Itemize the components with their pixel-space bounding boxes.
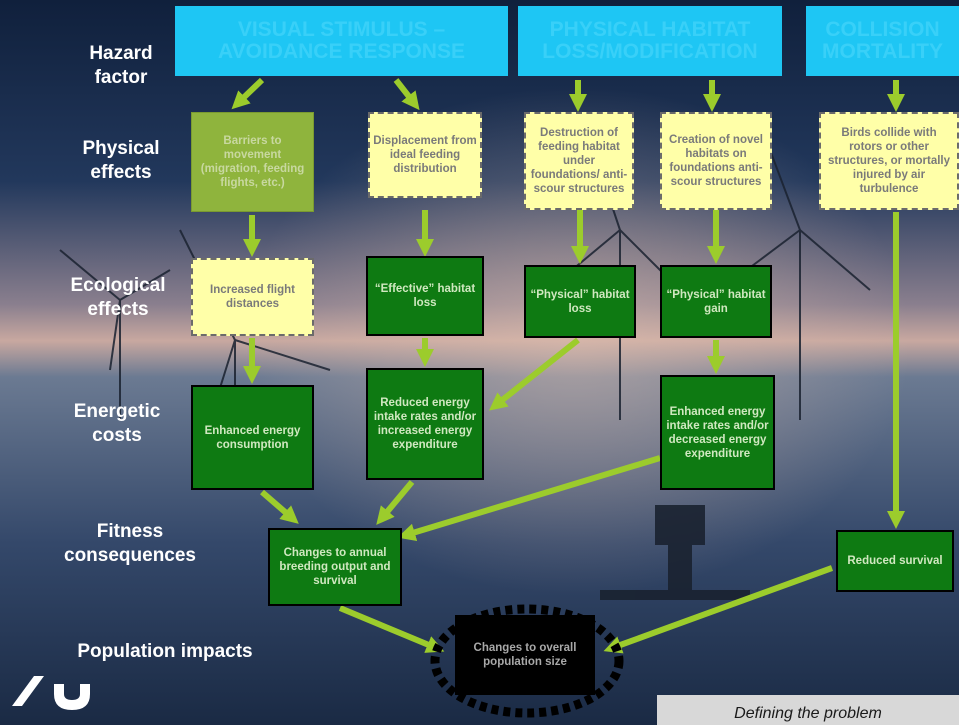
box-enhanced-energy-consumption: Enhanced energy consumption (191, 385, 314, 490)
box-enhanced-energy-intake: Enhanced energy intake rates and/or decr… (660, 375, 775, 490)
box-changes-breeding-output: Changes to annual breeding output and su… (268, 528, 402, 606)
box-physical-habitat-loss: “Physical” habitat loss (524, 265, 636, 338)
row-label-physical: Physical effects (82, 138, 160, 183)
box-barriers-to-movement: Barriers to movement (migration, feeding… (191, 112, 314, 212)
row-label-ecological: Ecological effects (70, 275, 166, 320)
box-increased-flight: Increased flight distances (191, 258, 314, 336)
box-physical-habitat-gain: “Physical” habitat gain (660, 265, 772, 338)
box-reduced-energy-intake: Reduced energy intake rates and/or incre… (366, 368, 484, 480)
footer-caption: Defining the problem (657, 695, 959, 725)
box-population-size: Changes to overall population size (455, 615, 595, 695)
row-label-energetic: Energetic costs (73, 401, 161, 446)
box-effective-habitat-loss: “Effective” habitat loss (366, 256, 484, 336)
header-visual-stimulus: VISUAL STIMULUS – AVOIDANCE RESPONSE (175, 6, 508, 76)
au-logo-icon (12, 676, 90, 710)
box-destruction-of-habitat: Destruction of feeding habitat under fou… (524, 112, 634, 210)
row-label-population: Population impacts (77, 641, 253, 662)
box-displacement: Displacement from ideal feeding distribu… (368, 112, 482, 198)
box-reduced-survival: Reduced survival (836, 530, 954, 592)
box-creation-of-habitat: Creation of novel habitats on foundation… (660, 112, 772, 210)
header-physical-habitat: PHYSICAL HABITAT LOSS/MODIFICATION (518, 6, 782, 76)
row-label-fitness: Fitness consequences (64, 521, 196, 566)
row-label-hazard: Hazard factor (89, 43, 153, 88)
population-dotted-ring (430, 604, 624, 718)
box-birds-collide: Birds collide with rotors or other struc… (819, 112, 959, 210)
header-collision-mortality: COLLISION MORTALITY (806, 6, 959, 76)
